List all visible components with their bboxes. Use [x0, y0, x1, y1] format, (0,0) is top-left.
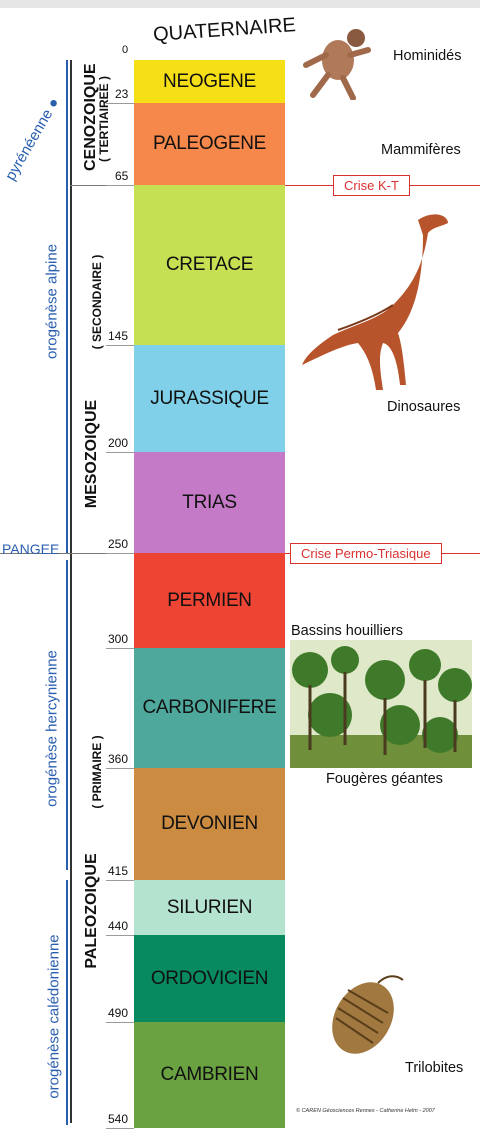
crisis-kt: Crise K-T — [333, 175, 410, 196]
label-mammiferes: Mammifères — [381, 142, 461, 158]
tick-line-250 — [106, 553, 134, 554]
orogeny-label-alpine: orogénèse alpine — [44, 227, 61, 377]
period-trias: TRIAS — [134, 452, 285, 553]
orogeny-line-caledonienne — [66, 880, 68, 1125]
hominid-illustration — [298, 20, 388, 100]
tick-label-490: 490 — [108, 1006, 128, 1020]
pangee-label: PANGEE — [2, 541, 59, 557]
tick-label-250: 250 — [108, 537, 128, 551]
tick-line-145 — [106, 345, 134, 346]
tick-label-300: 300 — [108, 632, 128, 646]
orogeny-line-hercynienne — [66, 560, 68, 870]
period-neogene: NEOGENE — [134, 60, 285, 103]
period-cretace: CRETACE — [134, 185, 285, 345]
era-label-paleozoique: PALEOZOIQUE — [83, 846, 101, 976]
tick-label-0: 0 — [122, 44, 128, 56]
copyright-text: © CAREN Géosciences Rennes - Catherine H… — [296, 1108, 435, 1114]
period-cambrien: CAMBRIEN — [134, 1022, 285, 1128]
era-label-mesozoique: MESOZOIQUE — [83, 394, 101, 514]
tick-line-300 — [106, 648, 134, 649]
orogeny-label-caledonienne: orogénèse calédonienne — [46, 912, 63, 1122]
period-jurassique: JURASSIQUE — [134, 345, 285, 452]
period-paleogene: PALEOGENE — [134, 103, 285, 185]
tick-line-360 — [106, 768, 134, 769]
pyreneenne-text: pyrénéenne — [2, 106, 56, 183]
period-ordovicien: ORDOVICIEN — [134, 935, 285, 1022]
crisis-permo-triasique: Crise Permo-Triasique — [290, 543, 442, 564]
label-fougeres-geantes: Fougères géantes — [326, 771, 443, 787]
tick-label-65: 65 — [115, 169, 128, 183]
era-sub-paleozoique: ( PRIMAIRE ) — [90, 712, 104, 832]
dinosaur-illustration — [298, 205, 473, 400]
tick-label-23: 23 — [115, 87, 128, 101]
tick-line-440 — [106, 935, 134, 936]
period-carbonifere: CARBONIFERE — [134, 648, 285, 768]
tick-label-540: 540 — [108, 1112, 128, 1126]
forest-illustration — [290, 640, 472, 768]
label-hominides: Hominidés — [393, 48, 462, 64]
tick-label-145: 145 — [108, 329, 128, 343]
tick-label-360: 360 — [108, 752, 128, 766]
orogeny-line-alpine — [66, 60, 68, 553]
tick-line-415 — [106, 880, 134, 881]
tick-line-65 — [106, 185, 134, 186]
tick-line-23 — [106, 103, 134, 104]
label-dinosaures: Dinosaures — [387, 399, 460, 415]
label-trilobites: Trilobites — [405, 1060, 463, 1076]
era-line-cenozoique — [70, 60, 72, 185]
era-line-paleozoique — [70, 553, 72, 1123]
period-permien: PERMIEN — [134, 553, 285, 648]
period-devonien: DEVONIEN — [134, 768, 285, 880]
era-line-mesozoique — [70, 185, 72, 553]
bullet-dot-icon: ● — [44, 95, 63, 111]
period-silurien: SILURIEN — [134, 880, 285, 935]
tick-line-490 — [106, 1022, 134, 1023]
tick-label-440: 440 — [108, 919, 128, 933]
orogeny-label-hercynienne: orogénèse hercynienne — [44, 624, 61, 834]
tick-label-415: 415 — [108, 864, 128, 878]
tick-label-200: 200 — [108, 436, 128, 450]
orogeny-label-pyreneenne: pyrénéenne ● — [2, 95, 63, 184]
era-sub-mesozoique: ( SECONDAIRE ) — [90, 237, 104, 367]
label-bassins-houilliers: Bassins houilliers — [291, 623, 403, 639]
era-sub-cenozoique: ( TERTIAIREE ) — [97, 69, 111, 169]
tick-line-200 — [106, 452, 134, 453]
trilobite-illustration — [318, 968, 408, 1068]
